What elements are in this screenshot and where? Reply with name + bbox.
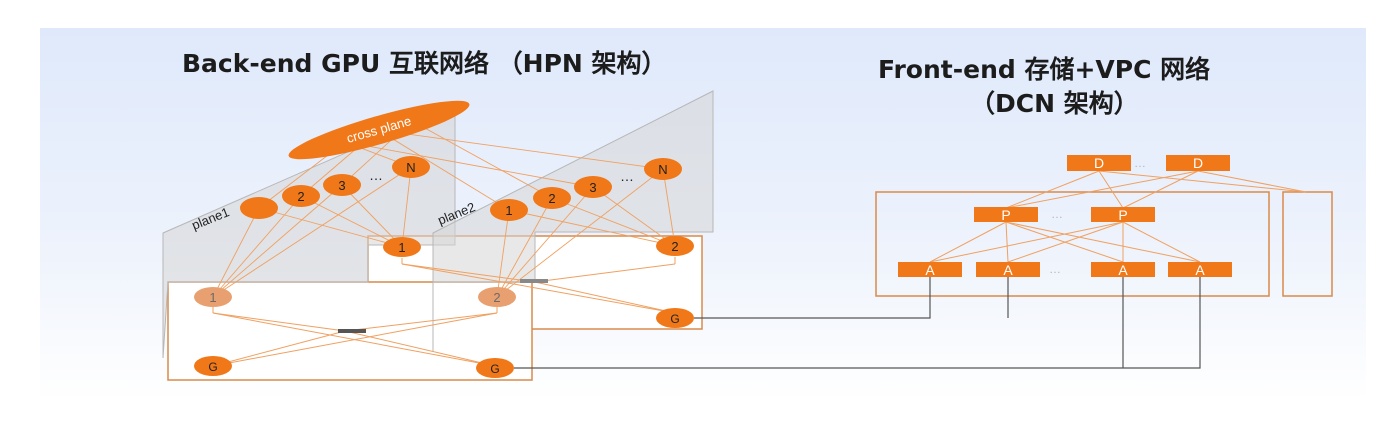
hpn-link [551,197,676,247]
server-internal-links [212,257,676,367]
nic-node-back [656,308,694,328]
plane1-ellipsis: … [369,167,383,183]
gpu-node-front-1 [194,287,232,307]
server-nodes: 1 2 1 2 G G G [194,236,694,378]
hpn-link [212,184,343,298]
dcn-pod-box-2 [1282,191,1333,297]
d-switch-ellipsis: … [1134,156,1146,170]
d-switch-label: D [1094,155,1104,171]
p-switch-label: P [1118,207,1127,223]
plane2-switch-node [490,199,528,221]
hpn-link [300,195,403,248]
p-switch [974,207,1038,222]
hpn-link [592,186,676,247]
a-switch-ellipsis: … [1049,262,1061,276]
a-switch-label: A [1003,262,1013,278]
plane1-switch-node [323,174,361,196]
a-switch-label: A [1195,262,1205,278]
hpn-link [508,209,676,247]
hpn-link [496,197,553,298]
a-switch-label: A [1118,262,1128,278]
p-switch-label: P [1001,207,1010,223]
hpn-link [377,129,510,211]
a-switch [1091,262,1155,277]
hpn-links [212,120,676,298]
hpn-link [401,166,412,248]
gpu-node-front-2 [478,287,516,307]
hpn-link [377,129,664,170]
d-switches: D … D [1067,155,1230,171]
hpn-link [496,209,510,298]
nic-node-back-label: G [670,312,679,326]
hpn-link [341,184,403,248]
p-switch-ellipsis: … [1051,207,1063,221]
p-switch [1091,207,1155,222]
a-switch-label: A [925,262,935,278]
nic-node-front-2 [476,358,514,378]
d-switch [1166,155,1230,171]
plane2-switch-label: N [658,162,667,177]
plane1-switch-node [282,185,320,207]
plane2-switch-label: 2 [548,191,555,206]
plane2-switch-label: 3 [589,180,596,195]
front-end-subtitle: （DCN 架构） [970,89,1139,118]
hpn-link [212,195,302,298]
plane2-switches: 1 2 3 … N [490,158,682,221]
hpn-link [212,166,412,298]
front-end-title: Front-end 存储+VPC 网络 [878,55,1211,84]
frontend-access-links [514,277,1201,369]
plane2-switch-node [574,176,612,198]
gpu-node-back-1-label: 1 [398,240,405,255]
gpu-node-back-2-label: 2 [671,239,678,254]
gpu-node-back-2 [656,236,694,256]
hpn-link [344,141,594,188]
plane2-ellipsis: … [620,168,634,184]
a-switch [898,262,962,277]
plane1-switch-label: N [406,160,415,175]
nic-node-front-1-label: G [208,360,217,374]
plane2-panel [432,90,714,352]
plane1-panel [162,104,456,359]
plane2-switch-node [533,187,571,209]
d-switch [1067,155,1131,171]
gpu-node-front-1-label: 1 [209,290,216,305]
dcn-pod-box [875,191,1270,297]
hpn-link [662,168,676,247]
back-end-title: Back-end GPU 互联网络 （HPN 架构） [182,49,667,78]
plane1-switches: 2 3 … N [240,156,430,219]
a-switches: A A … A A [898,262,1232,278]
plane1-switch-label: 3 [338,178,345,193]
gpu-node-back-1 [383,237,421,257]
nic-node-front-1 [194,356,232,376]
dcn-links [929,170,1307,263]
hpn-link [212,207,260,298]
a-switch [1168,262,1232,277]
hpn-link [258,207,403,248]
plane1-switch-node [392,156,430,178]
a-switch [976,262,1040,277]
cross-plane-switch [288,100,470,160]
hpn-link [411,120,553,199]
plane1-switch-label: 2 [297,189,304,204]
p-switches: P … P [974,207,1155,223]
nic-node-front-2-label: G [490,362,499,376]
gpu-node-front-2-label: 2 [493,290,500,305]
plane2-switch-label: 1 [505,203,512,218]
d-switch-label: D [1193,155,1203,171]
plane1-switch-node [240,197,278,219]
plane2-switch-node [644,158,682,180]
server-switch-front [338,329,366,333]
server-switch-back [520,279,548,283]
hpn-link [496,168,664,298]
